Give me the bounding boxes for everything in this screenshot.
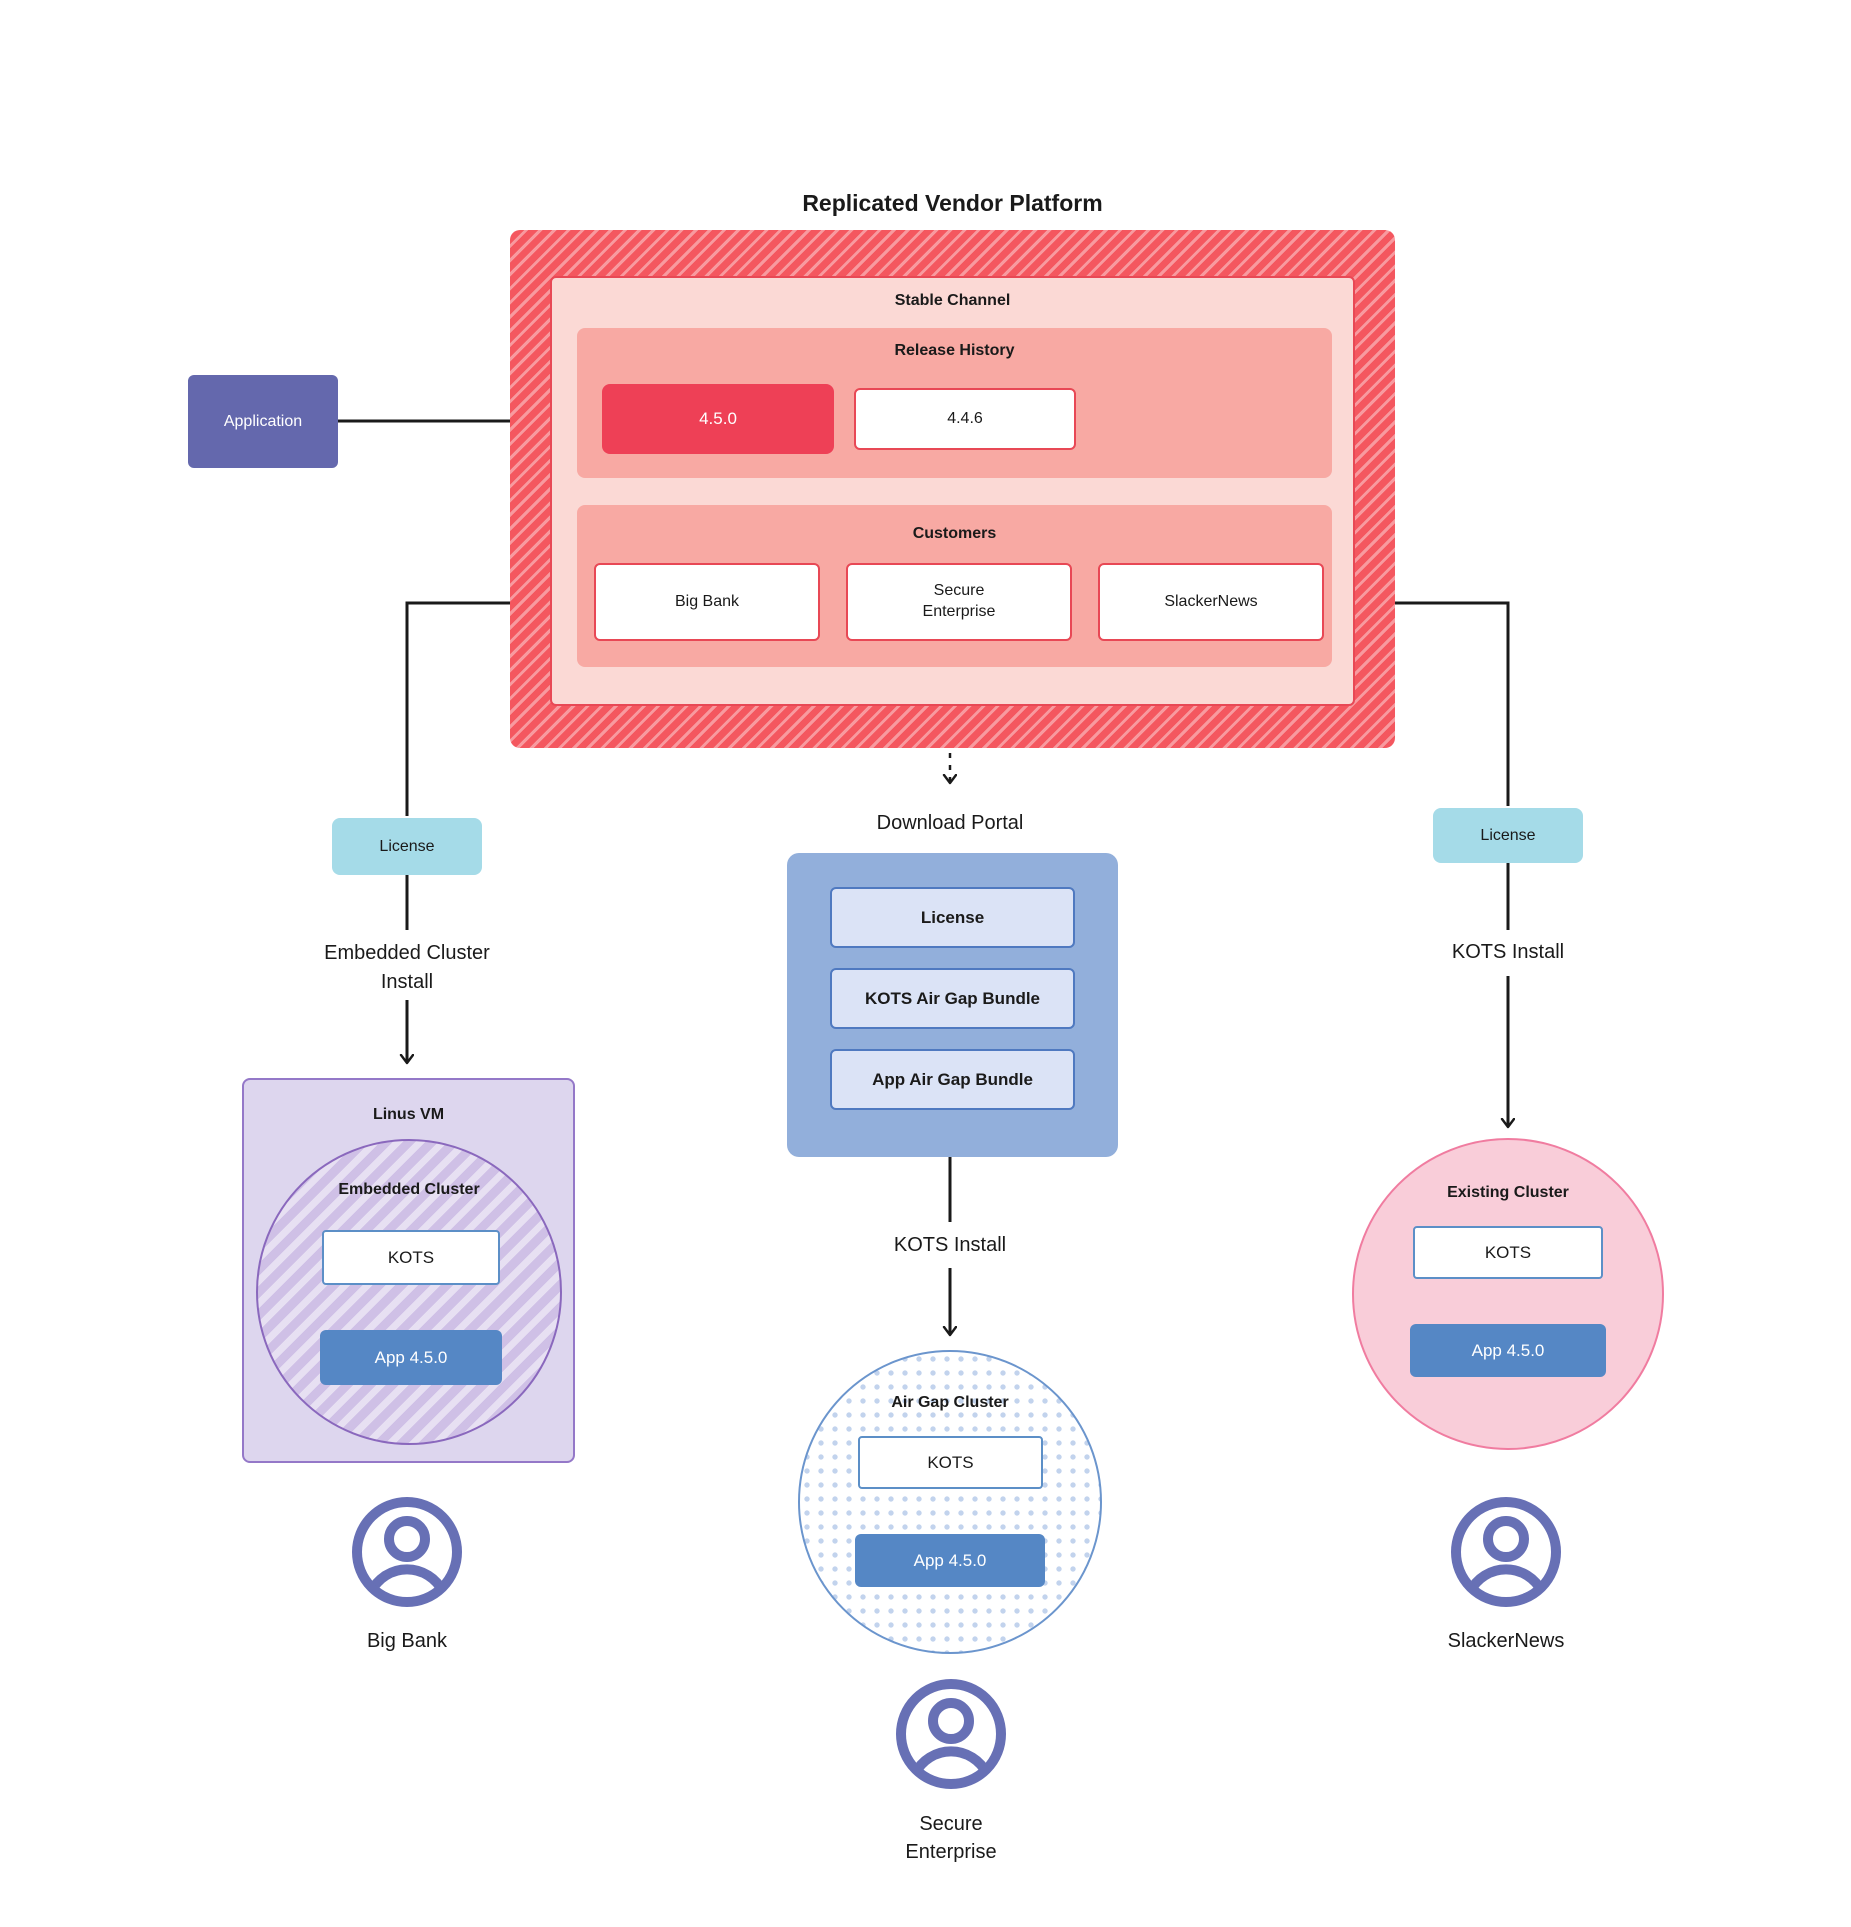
portal-item-kots-bundle: KOTS Air Gap Bundle: [830, 968, 1075, 1029]
air-gap-cluster-label: Air Gap Cluster: [891, 1394, 1009, 1411]
release-history-label: Release History: [894, 342, 1015, 359]
kots-node-left: KOTS: [322, 1230, 500, 1285]
embedded-cluster-circle: Embedded Cluster: [256, 1139, 562, 1445]
big-bank-user-icon: [347, 1492, 467, 1612]
linus-vm-panel: Linus VM Embedded Cluster KOTS App 4.5.0: [242, 1078, 575, 1463]
embedded-cluster-install-label: Embedded Cluster Install: [324, 942, 490, 993]
app-node-left: App 4.5.0: [320, 1330, 502, 1385]
air-gap-cluster-circle: Air Gap Cluster: [798, 1350, 1102, 1654]
kots-node-right: KOTS: [1413, 1226, 1603, 1279]
app-node-right: App 4.5.0: [1410, 1324, 1606, 1377]
vendor-platform-panel: Stable Channel Release History 4.5.0 4.4…: [510, 230, 1395, 748]
app-node-center: App 4.5.0: [855, 1534, 1045, 1587]
customer-node-big-bank: Big Bank: [594, 563, 820, 641]
slackernews-user-icon: [1446, 1492, 1566, 1612]
portal-item-license: License: [830, 887, 1075, 948]
release-node-previous: 4.4.6: [854, 388, 1076, 450]
release-history-panel: Release History 4.5.0 4.4.6: [577, 328, 1332, 478]
customer-node-slackernews: SlackerNews: [1098, 563, 1324, 641]
customer-node-secure-enterprise: Secure Enterprise: [846, 563, 1072, 641]
kots-node-center: KOTS: [858, 1436, 1043, 1489]
existing-cluster-circle: Existing Cluster: [1352, 1138, 1664, 1450]
download-portal-label: Download Portal: [876, 811, 1024, 834]
kots-install-label-center: KOTS Install: [893, 1233, 1007, 1256]
customers-panel: Customers Big Bank Secure Enterprise Sla…: [577, 505, 1332, 667]
secure-enterprise-user-icon: [891, 1674, 1011, 1794]
embedded-cluster-label: Embedded Cluster: [338, 1181, 480, 1198]
download-portal-panel: License KOTS Air Gap Bundle App Air Gap …: [787, 853, 1118, 1157]
existing-cluster-label: Existing Cluster: [1447, 1184, 1569, 1201]
secure-enterprise-user-label: Secure Enterprise: [905, 1813, 997, 1863]
big-bank-user-label: Big Bank: [366, 1630, 448, 1652]
license-chip-left: License: [332, 818, 482, 875]
release-node-current: 4.5.0: [602, 384, 834, 454]
license-chip-right: License: [1433, 808, 1583, 863]
application-node: Application: [188, 375, 338, 468]
customers-label: Customers: [912, 525, 997, 542]
diagram-title: Replicated Vendor Platform: [802, 189, 1103, 216]
portal-item-app-bundle: App Air Gap Bundle: [830, 1049, 1075, 1110]
slackernews-user-label: SlackerNews: [1447, 1630, 1565, 1652]
linus-vm-label: Linus VM: [372, 1106, 445, 1123]
stable-channel-label: Stable Channel: [894, 292, 1011, 309]
stable-channel-panel: Stable Channel Release History 4.5.0 4.4…: [550, 276, 1355, 706]
kots-install-label-right: KOTS Install: [1451, 940, 1565, 963]
